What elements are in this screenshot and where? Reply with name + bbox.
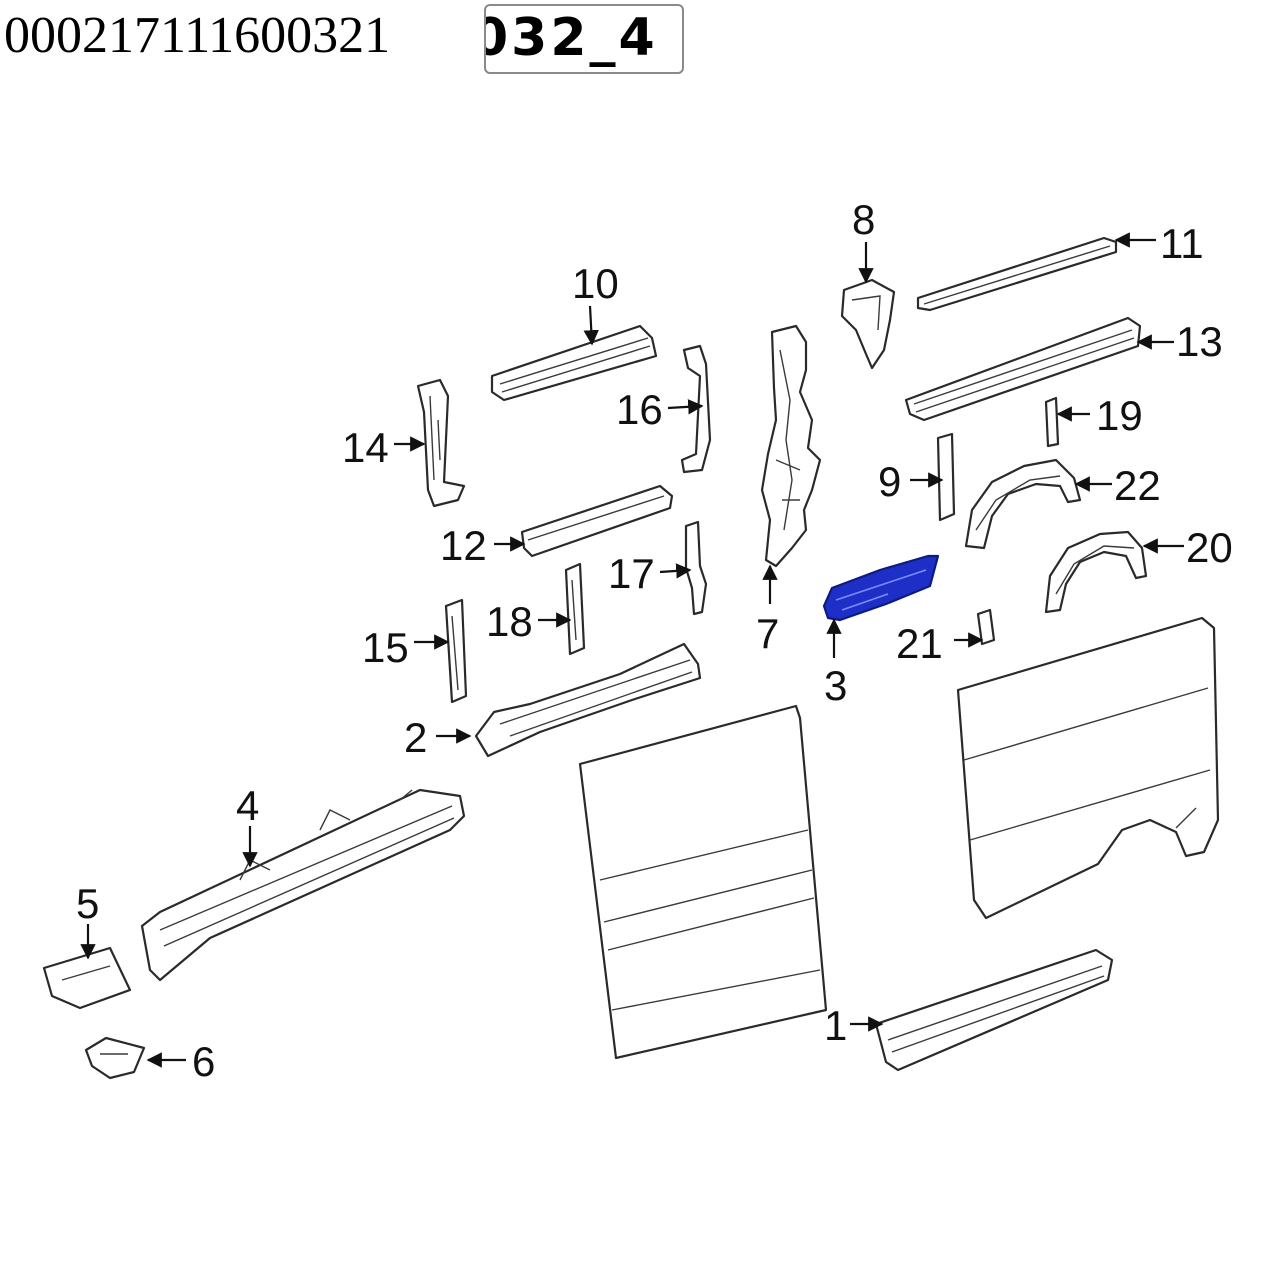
rear-side-panel — [956, 616, 1220, 920]
callout-4: 4 — [236, 782, 259, 829]
callout-21: 21 — [896, 620, 943, 667]
callout-13: 13 — [1176, 318, 1223, 365]
part-19-tab — [1044, 396, 1060, 448]
sliding-door-panel — [578, 704, 828, 1060]
callout-3: 3 — [824, 662, 847, 709]
part-14-pillar — [416, 378, 466, 508]
callout-leaders — [80, 232, 1184, 1068]
callout-10: 10 — [572, 260, 619, 307]
part-9-strip — [936, 432, 956, 522]
part-3-highlighted-reinforcement — [822, 554, 940, 622]
callout-18: 18 — [486, 598, 533, 645]
part-20-wheel-arch — [1044, 530, 1148, 614]
callout-15: 15 — [362, 624, 409, 671]
callout-8: 8 — [852, 196, 875, 243]
callout-20: 20 — [1186, 524, 1233, 571]
callout-1: 1 — [824, 1002, 847, 1049]
part-11-upper-rail — [916, 236, 1118, 312]
part-10-roof-rail — [490, 324, 658, 402]
callout-6: 6 — [192, 1038, 215, 1085]
callout-7: 7 — [756, 610, 779, 657]
callout-11: 11 — [1160, 220, 1204, 267]
part-8-bracket — [840, 278, 896, 370]
callout-2: 2 — [404, 714, 427, 761]
part-16-bracket — [680, 344, 712, 474]
part-code-box-text: 032_4 — [484, 8, 658, 68]
callout-17: 17 — [608, 550, 655, 597]
part-22-inner-wheelhouse — [964, 458, 1082, 550]
callout-12: 12 — [440, 522, 487, 569]
callout-9: 9 — [878, 458, 901, 505]
callout-16: 16 — [616, 386, 663, 433]
part-17-brace — [684, 520, 708, 616]
part-5-bracket — [42, 946, 132, 1010]
callout-22: 22 — [1114, 462, 1161, 509]
callout-19: 19 — [1096, 392, 1143, 439]
part-7-b-pillar — [760, 324, 822, 568]
callout-labels: 10 14 16 12 17 18 15 7 8 11 13 19 9 22 2… — [76, 196, 1233, 1085]
part-18-strip — [564, 562, 586, 656]
callout-5: 5 — [76, 880, 99, 927]
callout-14: 14 — [342, 424, 389, 471]
part-code-text: 000217111600321 — [4, 7, 391, 64]
part-2-sill-inner — [474, 642, 702, 758]
part-4-rocker — [140, 788, 466, 982]
part-6-plate — [84, 1036, 146, 1080]
part-code-box: 032_4 — [484, 4, 684, 74]
part-15-strip — [444, 598, 468, 704]
part-12-sill-rail — [520, 484, 674, 558]
part-1-outer-sill — [874, 948, 1114, 1072]
